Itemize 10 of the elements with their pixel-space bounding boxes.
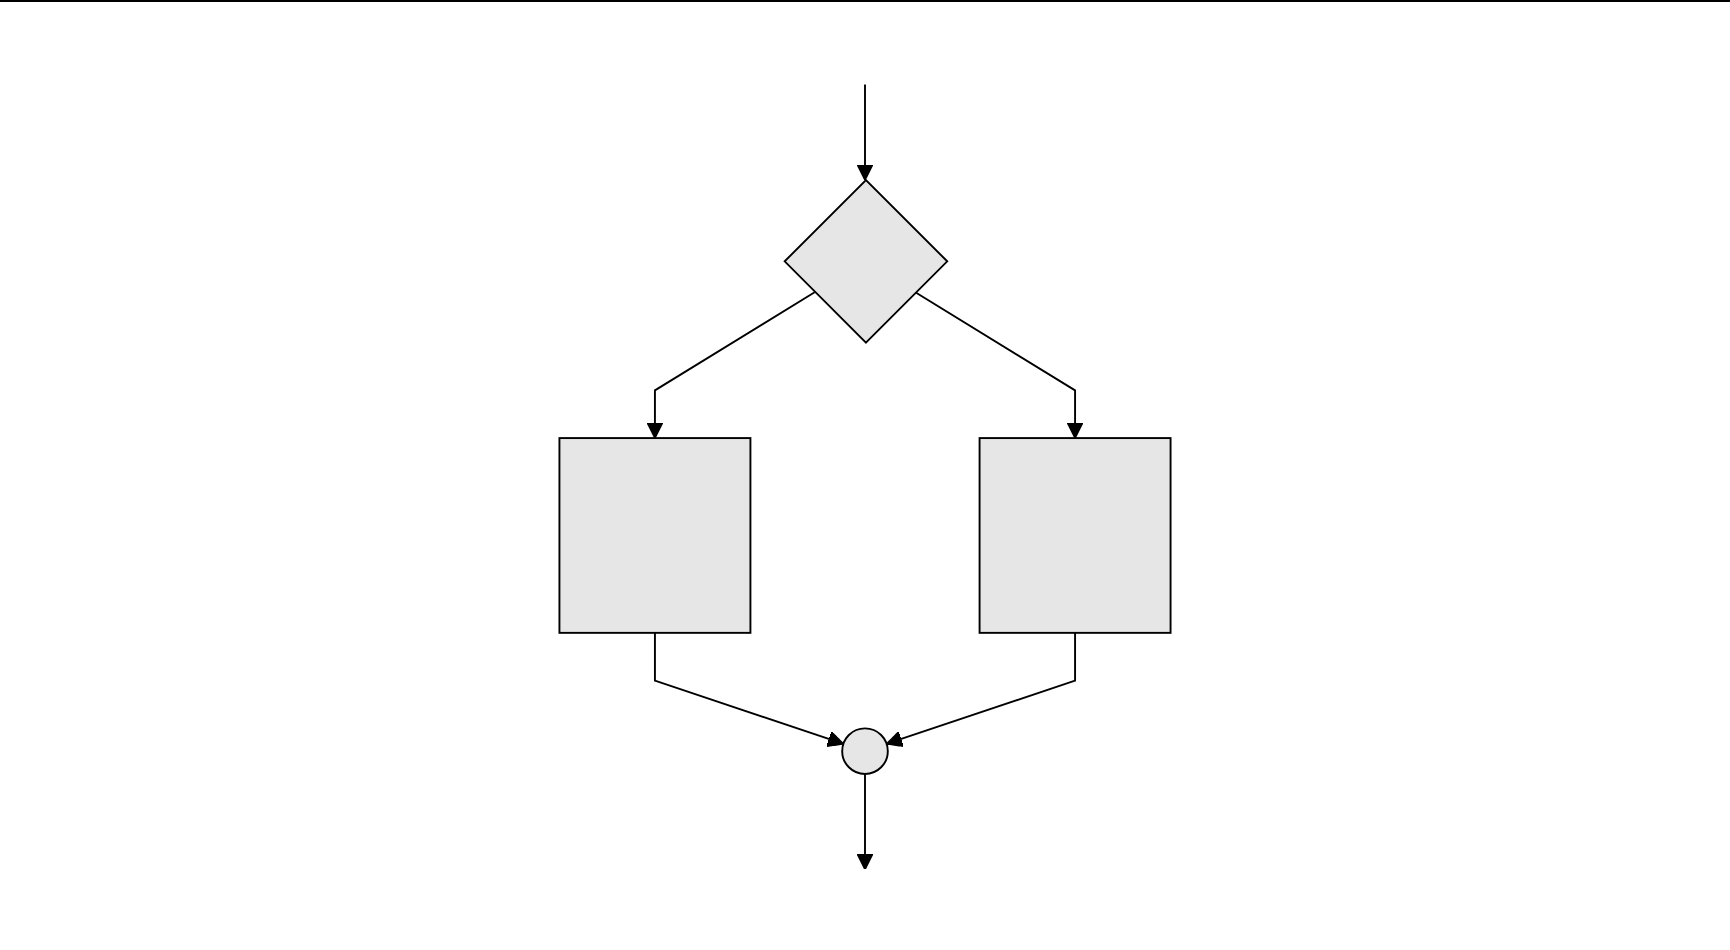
arrow (914, 291, 1084, 439)
arrow (856, 83, 874, 181)
arrow (885, 631, 1077, 747)
arrow (856, 773, 874, 871)
decision-diamond (783, 178, 949, 344)
arrow (646, 291, 816, 439)
process-box (558, 437, 752, 634)
process-box (978, 437, 1172, 634)
arrow (653, 631, 845, 747)
connector-circle (841, 727, 889, 775)
